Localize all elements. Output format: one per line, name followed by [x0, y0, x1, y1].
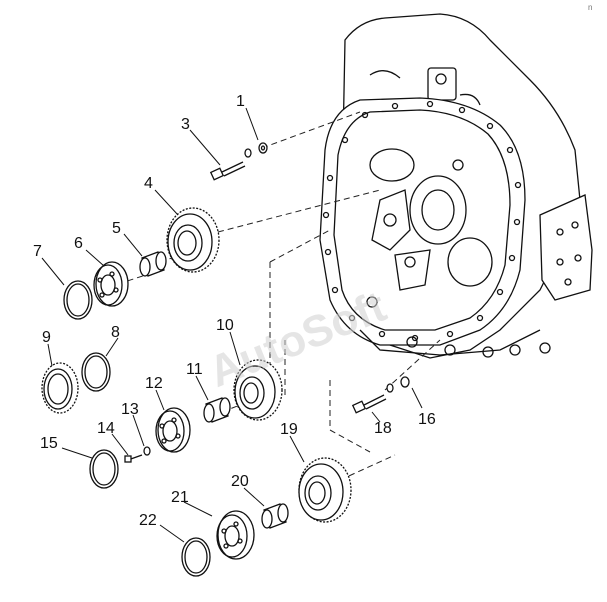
callout-6: 6: [74, 235, 83, 252]
snap-ring-part-15: [89, 449, 119, 489]
bearing-part-6: [93, 261, 129, 307]
callout-3: 3: [181, 116, 190, 133]
callout-16: 16: [418, 411, 436, 428]
sleeve-part-20: [261, 503, 289, 529]
callout-numbers: 1 3 4 5 6 7 8 9 10 11 12 13 14 15 16 18 …: [33, 93, 436, 529]
snap-ring-part-8: [81, 352, 111, 392]
gear-part-4: [166, 207, 220, 273]
transmission-housing: [319, 13, 593, 359]
callout-21: 21: [171, 489, 189, 506]
callout-18: 18: [374, 420, 392, 437]
callout-9: 9: [42, 329, 51, 346]
gear-part-19: [298, 457, 352, 523]
callout-11: 11: [186, 361, 203, 378]
callout-8: 8: [111, 324, 120, 341]
callout-14: 14: [97, 420, 115, 437]
washer-part-13: [143, 446, 151, 456]
callout-22: 22: [139, 512, 157, 529]
flange-bolts: [322, 100, 522, 342]
callout-13: 13: [121, 401, 139, 418]
callout-12: 12: [145, 375, 163, 392]
callout-10: 10: [216, 317, 234, 334]
bolt-part-3: [209, 161, 246, 181]
callout-5: 5: [112, 220, 121, 237]
snap-ring-part-22: [181, 537, 211, 577]
bolt-part-18: [351, 394, 387, 414]
bearing-part-12: [155, 407, 191, 453]
sleeve-part-5: [139, 251, 167, 277]
bolt-part-14: [124, 454, 143, 463]
callout-4: 4: [144, 175, 153, 192]
callout-15: 15: [40, 435, 58, 452]
snap-ring-part-7: [63, 280, 93, 320]
gear-ring-part-9: [41, 362, 79, 414]
washer-part-1: [244, 142, 268, 158]
callout-19: 19: [280, 421, 298, 438]
sleeve-part-11: [203, 397, 231, 423]
callout-20: 20: [231, 473, 249, 490]
bearing-part-21: [216, 510, 255, 560]
callout-7: 7: [33, 243, 42, 260]
washer-part-16: [386, 376, 410, 393]
callout-1: 1: [236, 93, 245, 110]
corner-mark: n: [588, 3, 592, 12]
valve-block: [539, 194, 593, 301]
gear-part-10: [233, 359, 283, 421]
main-bore: [409, 175, 467, 245]
leader-lines: [41, 107, 423, 543]
